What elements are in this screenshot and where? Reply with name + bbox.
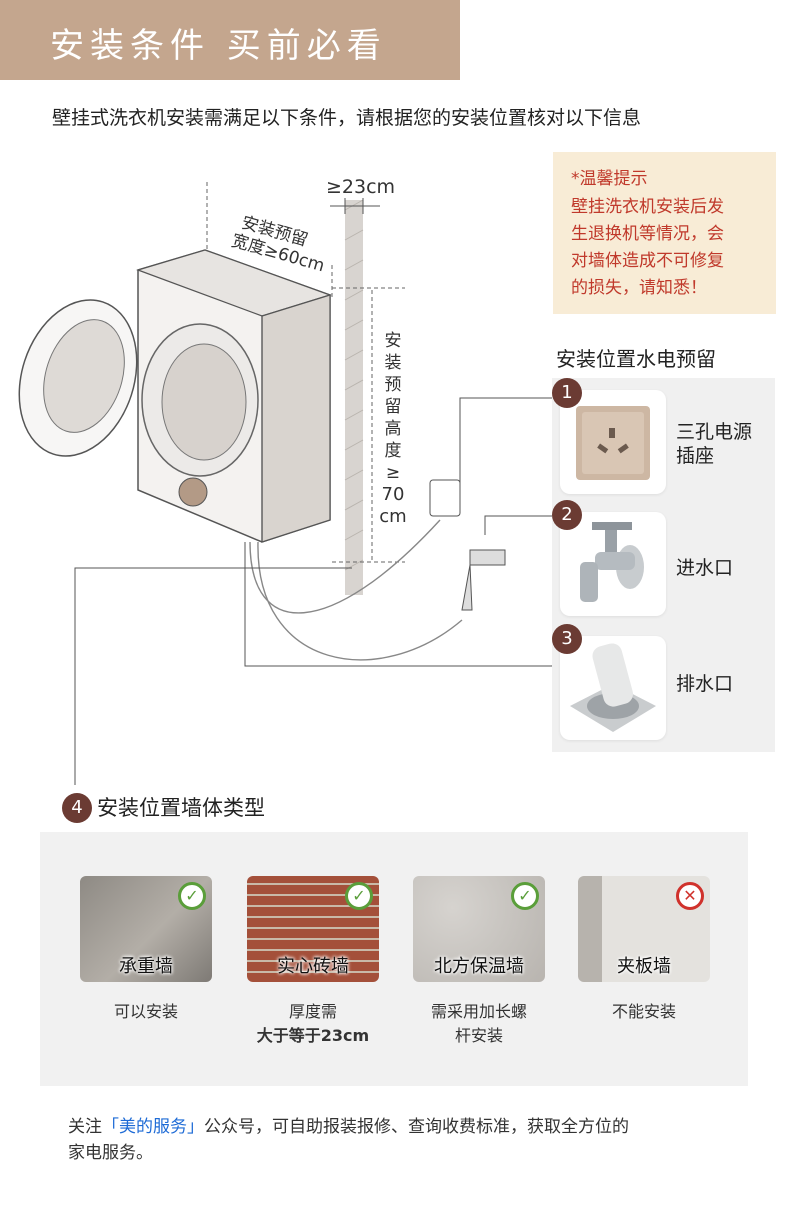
wall-desc: 需采用加长螺 杆安装: [413, 1000, 545, 1048]
footer-line-2: 家电服务。: [68, 1143, 153, 1163]
installation-diagram: [18, 182, 560, 785]
tip-line: *温馨提示: [571, 169, 648, 189]
check-icon: ✓: [511, 882, 539, 910]
wall-name: 夹板墙: [617, 956, 671, 977]
wall-desc-line: 不能安装: [611, 1002, 676, 1021]
cross-icon: ✕: [676, 882, 704, 910]
drain-card: [560, 636, 666, 740]
wall-desc: 不能安装: [578, 1000, 710, 1024]
footer-suffix: 公众号，可自助报装报修、查询收费标准，获取全方位的: [204, 1117, 629, 1137]
wall-desc-line: 厚度需: [288, 1002, 337, 1021]
wall-desc: 可以安装: [80, 1000, 212, 1024]
wall-name: 实心砖墙: [277, 956, 349, 977]
tip-box: *温馨提示 壁挂洗衣机安装后发 生退换机等情况，会 对墙体造成不可修复 的损失，…: [553, 152, 776, 314]
check-icon: ✓: [345, 882, 373, 910]
badge-3: 3: [552, 624, 582, 654]
wall-card-brick: ✓ 实心砖墙: [247, 876, 379, 982]
badge-2: 2: [552, 500, 582, 530]
socket-icon: [429, 479, 461, 517]
socket-icon: [576, 406, 650, 480]
depth-label: ≥23cm: [326, 176, 396, 198]
height-char: cm: [379, 506, 407, 527]
footer-line-1: 关注「美的服务」公众号，可自助报装报修、查询收费标准，获取全方位的: [68, 1114, 629, 1140]
page-title: 安装条件 买前必看: [50, 26, 387, 66]
header-bar: [0, 0, 460, 80]
footer-brand-link[interactable]: 「美的服务」: [102, 1117, 204, 1137]
drain-label-line: 排水口: [676, 673, 734, 695]
height-char: ≥: [385, 463, 401, 483]
height-char: 预: [384, 375, 402, 395]
height-char: 度: [384, 441, 402, 461]
tip-line: 对墙体造成不可修复: [571, 251, 724, 271]
footer-text: 关注「美的服务」公众号，可自助报装报修、查询收费标准，获取全方位的 家电服务。: [68, 1114, 629, 1166]
inlet-label: 进水口: [676, 556, 733, 580]
socket-label-line: 三孔电源: [676, 421, 753, 443]
wall-desc-line: 杆安装: [454, 1026, 503, 1045]
wall-name: 北方保温墙: [434, 956, 524, 977]
wall-desc-line: 可以安装: [113, 1002, 178, 1021]
height-char: 高: [384, 419, 402, 439]
socket-card: [560, 390, 666, 494]
wall-desc-line: 大于等于23cm: [256, 1026, 370, 1045]
height-char: 70: [381, 484, 405, 505]
check-icon: ✓: [178, 882, 206, 910]
wall-name: 承重墙: [119, 956, 173, 977]
tip-line: 生退换机等情况，会: [571, 224, 724, 244]
drain-icon: [570, 643, 656, 732]
wall-card-insulated: ✓ 北方保温墙: [413, 876, 545, 982]
wall-section: [345, 200, 363, 595]
wall-section-title: 安装位置墙体类型: [97, 796, 265, 820]
height-char: 装: [384, 353, 402, 373]
tip-line: 壁挂洗衣机安装后发: [571, 197, 724, 217]
height-label: 安 装 预 留 高 度 ≥ 70 cm: [376, 330, 410, 528]
inlet-label-line: 进水口: [676, 557, 734, 579]
faucet-icon: [580, 522, 644, 602]
inlet-card: [560, 512, 666, 616]
wall-panel: ✓ 承重墙 可以安装 ✓ 实心砖墙 厚度需 大于等于23cm ✓ 北方保温墙 需…: [40, 832, 748, 1086]
drain-label: 排水口: [676, 672, 733, 696]
badge-1: 1: [552, 378, 582, 408]
socket-label-line: 插座: [676, 445, 715, 467]
faucet-icon: [461, 564, 473, 611]
wall-desc: 厚度需 大于等于23cm: [247, 1000, 379, 1048]
intro-text: 壁挂式洗衣机安装需满足以下条件，请根据您的安装位置核对以下信息: [52, 107, 642, 129]
tip-line: 的损失，请知悉！: [571, 278, 707, 298]
height-char: 留: [384, 397, 402, 417]
socket-label: 三孔电源 插座: [676, 420, 752, 468]
height-char: 安: [384, 331, 402, 351]
badge-4: 4: [62, 793, 92, 823]
wall-desc-line: 需采用加长螺: [430, 1002, 527, 1021]
wall-card-plywood: ✕ 夹板墙: [578, 876, 710, 982]
utility-title: 安装位置水电预留: [556, 347, 716, 371]
utility-panel: 1 三孔电源 插座 2 进水口 3 排水口: [552, 378, 775, 752]
footer-prefix: 关注: [68, 1117, 102, 1137]
wall-card-load-bearing: ✓ 承重墙: [80, 876, 212, 982]
